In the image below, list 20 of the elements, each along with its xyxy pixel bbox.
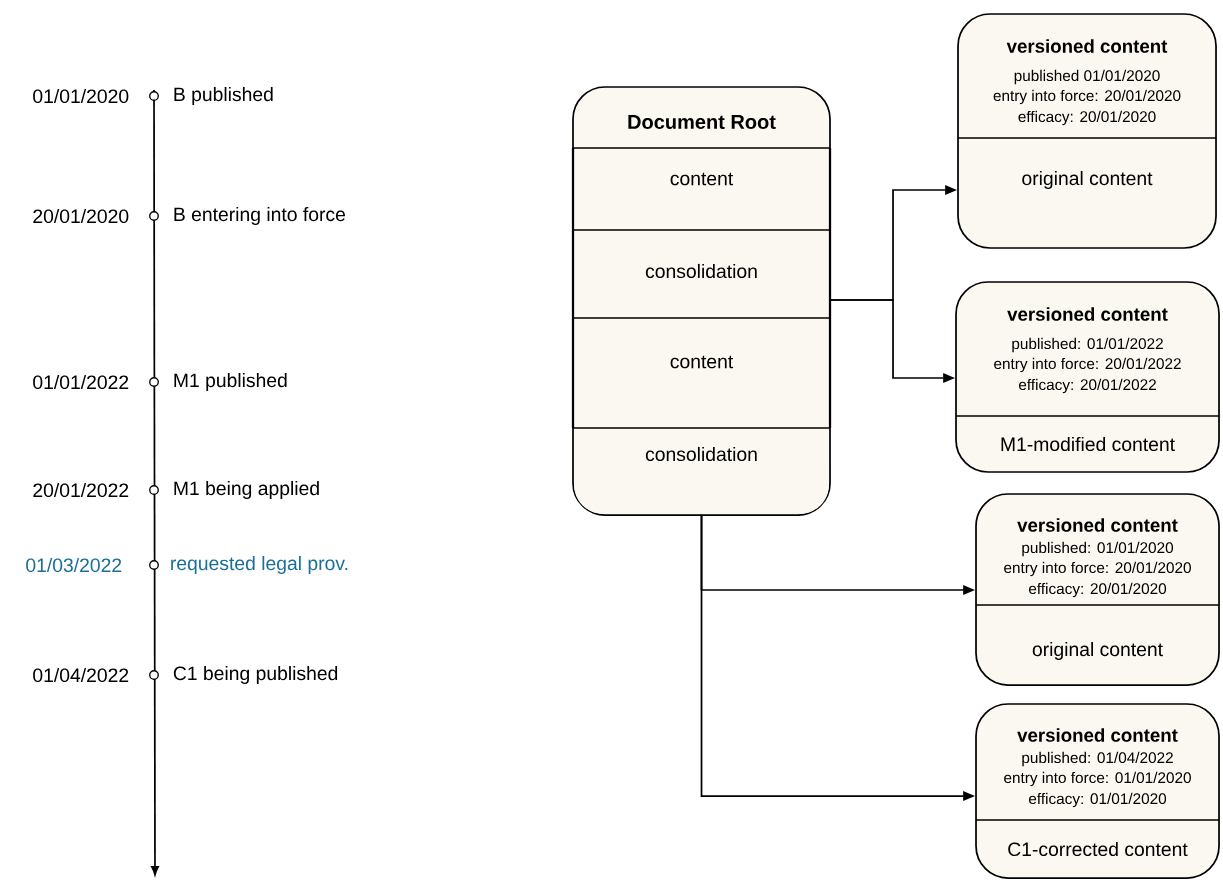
table-row: content — [571, 317, 832, 428]
versioned-content-card: versioned content published: 01/01/2020 entry into force: 20/01/2020 efficacy: 20/01/2020 original content — [975, 493, 1220, 686]
event-label: M1 published — [174, 373, 287, 391]
date-label: 20/01/2022 — [33, 482, 129, 498]
date-label: 01/01/2022 — [33, 374, 129, 390]
table-row: consolidation — [572, 427, 831, 514]
date-label: 20/01/2020 — [33, 208, 129, 224]
event-label: M1 being applied — [174, 481, 319, 499]
versioned-content-card: versioned content published: 01/01/2022 entry into force: 20/01/2022 efficacy: 20/01/2022 M1-modified content — [955, 281, 1220, 473]
event-label: B published — [174, 87, 273, 105]
date-label: 01/01/2020 — [33, 88, 129, 104]
table-row: consolidation — [571, 229, 832, 318]
table-row: content — [571, 147, 832, 230]
event-label: C1 being published — [173, 666, 338, 684]
date-label: 01/03/2022 — [26, 557, 122, 573]
event-label: B entering into force — [174, 207, 345, 225]
versioned-content-card: versioned content published 01/01/2020 entry into force: 20/01/2020 efficacy: 20/01/2020 original content — [957, 13, 1217, 249]
event-label: requested legal prov. — [171, 556, 348, 574]
versioned-content-card: versioned content published: 01/04/2022 entry into force: 01/01/2020 efficacy: 01/01/2020 C1-corrected content — [975, 703, 1220, 879]
date-label: 01/04/2022 — [33, 667, 129, 683]
